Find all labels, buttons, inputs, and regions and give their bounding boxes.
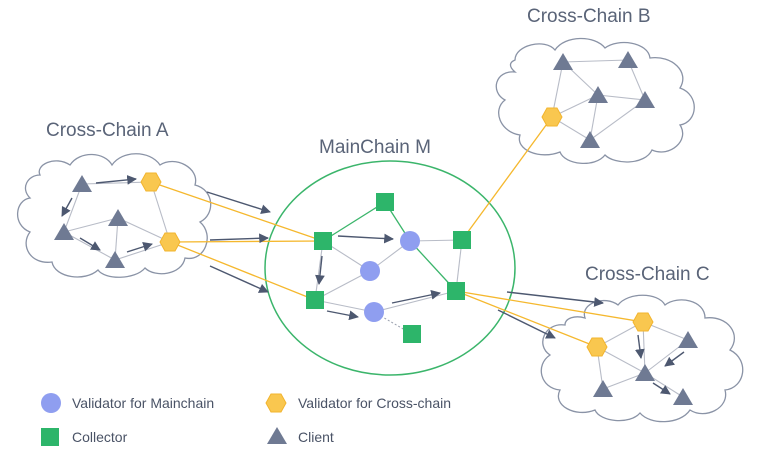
main-validator-nodes — [360, 231, 420, 322]
legend-validator-cross-icon — [265, 393, 287, 413]
client-icon — [105, 251, 125, 268]
cross-links — [150, 116, 644, 348]
collector-nodes — [306, 193, 471, 343]
client-nodes — [54, 51, 698, 405]
collector-icon — [376, 193, 394, 211]
client-icon — [72, 175, 92, 192]
mainchain-ring — [264, 160, 516, 376]
cross-validator-nodes — [140, 107, 654, 357]
collector-icon — [306, 291, 324, 309]
cross-validator-icon — [159, 232, 181, 252]
cross-validator-icon — [140, 172, 162, 192]
main-validator-icon — [360, 261, 380, 281]
client-icon — [678, 331, 698, 348]
legend-validator-main-icon — [41, 393, 61, 413]
legend-client-icon — [267, 427, 287, 444]
client-icon — [54, 223, 74, 240]
legend-client-label: Client — [298, 429, 334, 445]
client-icon — [673, 388, 693, 405]
client-icon — [635, 91, 655, 108]
legend-collector-label: Collector — [72, 429, 128, 445]
cross-validator-icon — [586, 337, 608, 357]
main-validator-icon — [364, 302, 384, 322]
legend-validator-main-label: Validator for Mainchain — [72, 395, 215, 411]
client-icon — [593, 380, 613, 397]
collector-icon — [314, 232, 332, 250]
collector-icon — [447, 282, 465, 300]
legend-collector-icon — [41, 428, 59, 446]
cross-validator-icon — [541, 107, 563, 127]
client-icon — [108, 209, 128, 226]
mainchain-label: MainChain M — [319, 137, 431, 158]
legend — [41, 393, 287, 446]
cross-chain-c-label: Cross-Chain C — [585, 264, 710, 285]
client-icon — [588, 86, 608, 103]
client-icon — [580, 131, 600, 148]
collector-icon — [453, 231, 471, 249]
client-icon — [618, 51, 638, 68]
cross-chain-a-label: Cross-Chain A — [46, 120, 169, 141]
main-validator-icon — [400, 231, 420, 251]
client-icon — [553, 53, 573, 70]
cross-validator-icon — [632, 312, 654, 332]
collector-icon — [403, 325, 421, 343]
flow-arrows — [61, 175, 685, 395]
client-icon — [635, 364, 655, 381]
cross-chain-b-label: Cross-Chain B — [527, 6, 651, 27]
legend-validator-cross-label: Validator for Cross-chain — [298, 395, 452, 411]
